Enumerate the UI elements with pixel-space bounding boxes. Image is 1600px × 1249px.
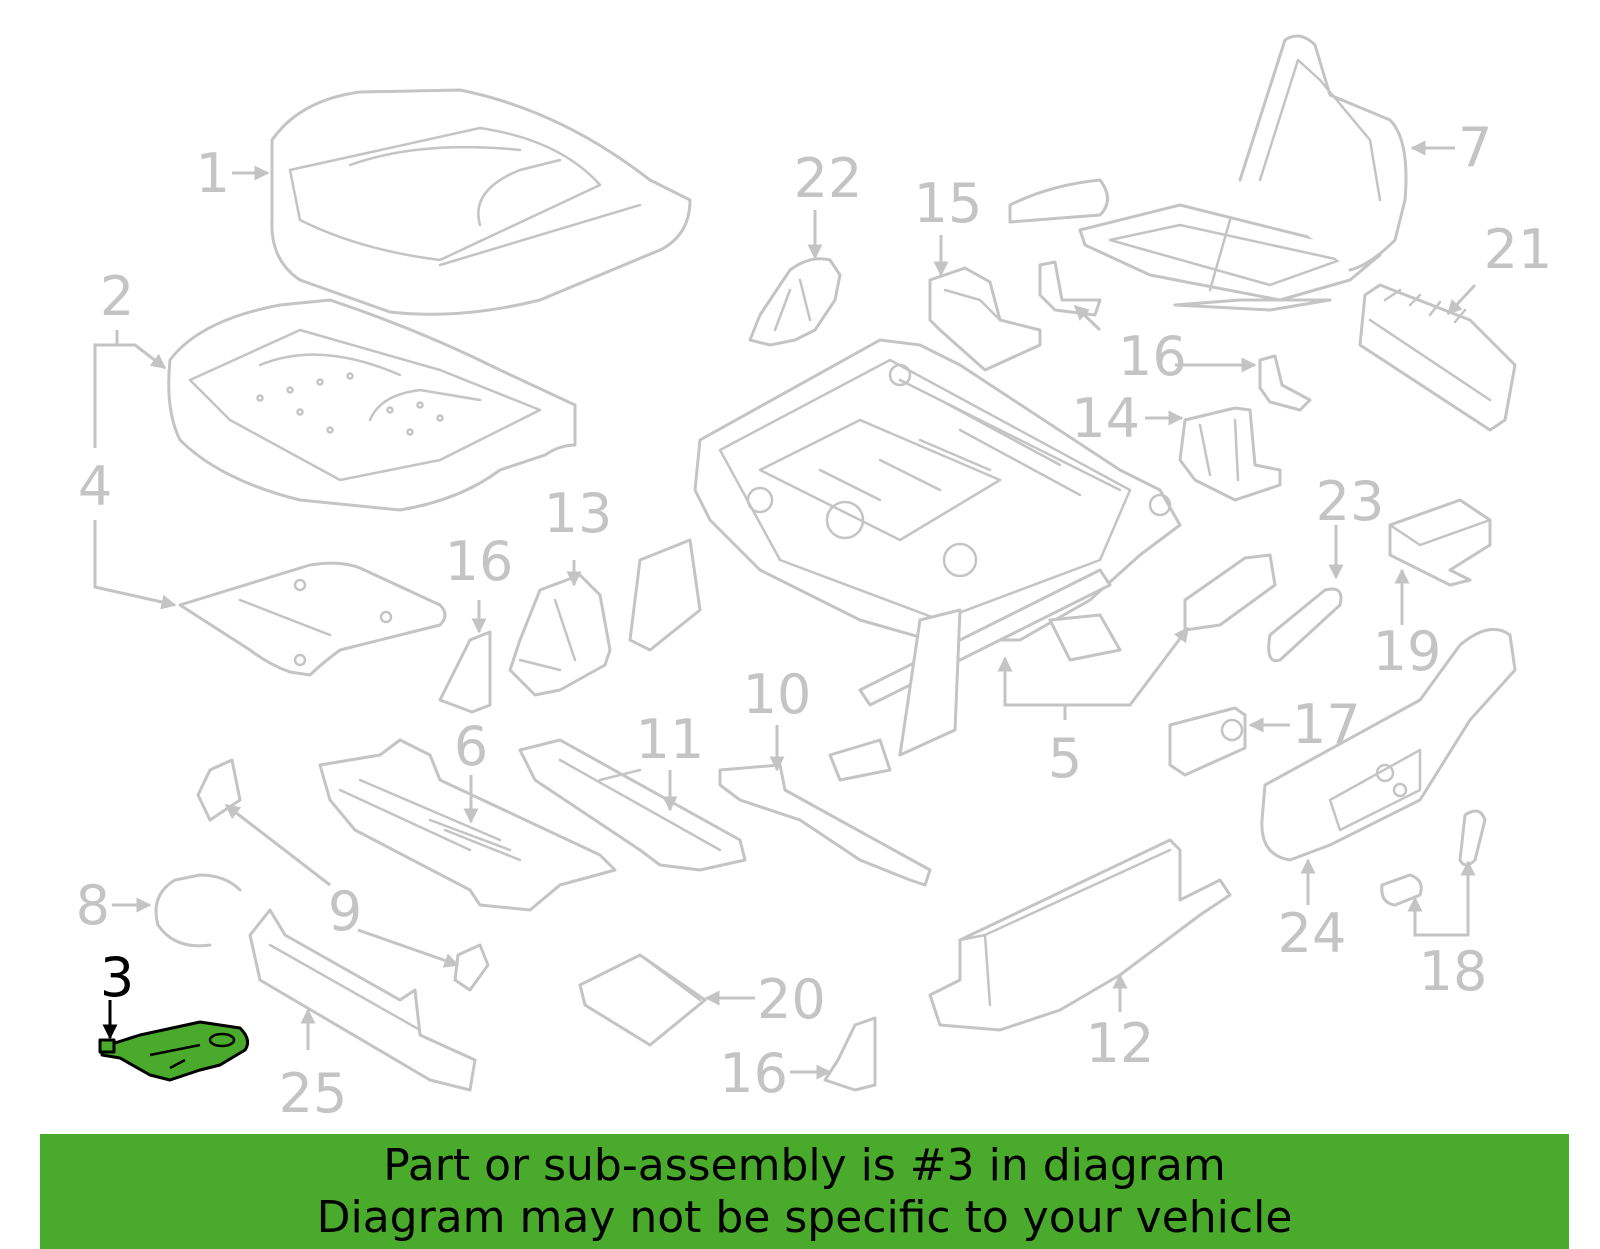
part-22-trim — [748, 257, 842, 347]
callout-15: 15 — [914, 172, 983, 235]
callout-6: 6 — [454, 715, 488, 778]
callout-13: 13 — [544, 482, 613, 545]
callout-8: 8 — [76, 874, 110, 937]
part-11-rail — [518, 738, 747, 872]
callout-22: 22 — [794, 147, 863, 210]
part-24-side-shield — [1260, 627, 1517, 862]
callout-3: 3 — [100, 946, 134, 1009]
callout-7: 7 — [1458, 116, 1492, 179]
part-13-bracket — [508, 573, 612, 697]
callout-19: 19 — [1373, 620, 1442, 683]
part-16-bracket-upper — [1038, 260, 1102, 317]
callout-12: 12 — [1086, 1012, 1155, 1075]
callout-14: 14 — [1071, 387, 1140, 450]
callout-9: 9 — [328, 880, 362, 943]
part-18-knobs — [1380, 809, 1487, 907]
part-15-bracket — [928, 266, 1042, 372]
callout-24: 24 — [1278, 902, 1347, 965]
part-21-module — [1358, 283, 1517, 432]
part-5-seat-frame-and-track — [628, 338, 1182, 782]
callout-17: 17 — [1292, 693, 1361, 756]
callout-2: 2 — [100, 265, 134, 328]
part-4-pad-insert — [178, 561, 447, 677]
callout-16-c: 16 — [719, 1042, 788, 1105]
callout-16-a: 16 — [1118, 325, 1187, 388]
leader-lines — [93, 140, 1477, 1080]
callout-21: 21 — [1484, 218, 1553, 281]
callout-23: 23 — [1316, 470, 1385, 533]
part-8-wire — [154, 873, 242, 948]
part-6-track — [318, 738, 617, 912]
callout-10: 10 — [743, 663, 812, 726]
part-20-pad — [578, 953, 707, 1047]
part-16-bracket-bottom — [823, 1016, 877, 1092]
part-16-bracket-right — [1258, 354, 1312, 412]
callout-18: 18 — [1419, 940, 1488, 1003]
callout-25: 25 — [279, 1062, 348, 1125]
part-14-bracket — [1178, 406, 1282, 502]
info-banner: Part or sub-assembly is #3 in diagram Di… — [40, 1134, 1569, 1249]
part-10-rail — [718, 763, 932, 887]
callout-20: 20 — [757, 968, 826, 1031]
part-9-clip-lower — [453, 943, 490, 992]
callout-5: 5 — [1048, 727, 1082, 790]
part-16-bracket-left — [438, 630, 492, 714]
part-3-highlighted — [98, 1020, 250, 1082]
part-1-cushion-cover — [270, 88, 692, 316]
part-12-side-shield — [928, 838, 1232, 1032]
part-25-trim-bar — [248, 908, 477, 1092]
callout-4: 4 — [78, 455, 112, 518]
callout-1: 1 — [196, 142, 230, 205]
banner-line-2: Diagram may not be specific to your vehi… — [316, 1191, 1293, 1243]
part-7-frame — [1008, 34, 1408, 312]
callout-labels: 1 2 3 4 5 6 7 8 9 10 11 12 13 14 15 16 1… — [76, 116, 1553, 1125]
part-17-motor — [1168, 706, 1247, 777]
banner-line-1: Part or sub-assembly is #3 in diagram — [383, 1139, 1226, 1191]
callout-16-b: 16 — [445, 530, 514, 593]
part-19-knob — [1388, 498, 1492, 587]
part-23-trim — [1267, 587, 1343, 663]
part-2-cushion-pad — [167, 298, 577, 512]
callout-11: 11 — [636, 708, 705, 771]
part-5-adjuster — [1183, 553, 1277, 632]
